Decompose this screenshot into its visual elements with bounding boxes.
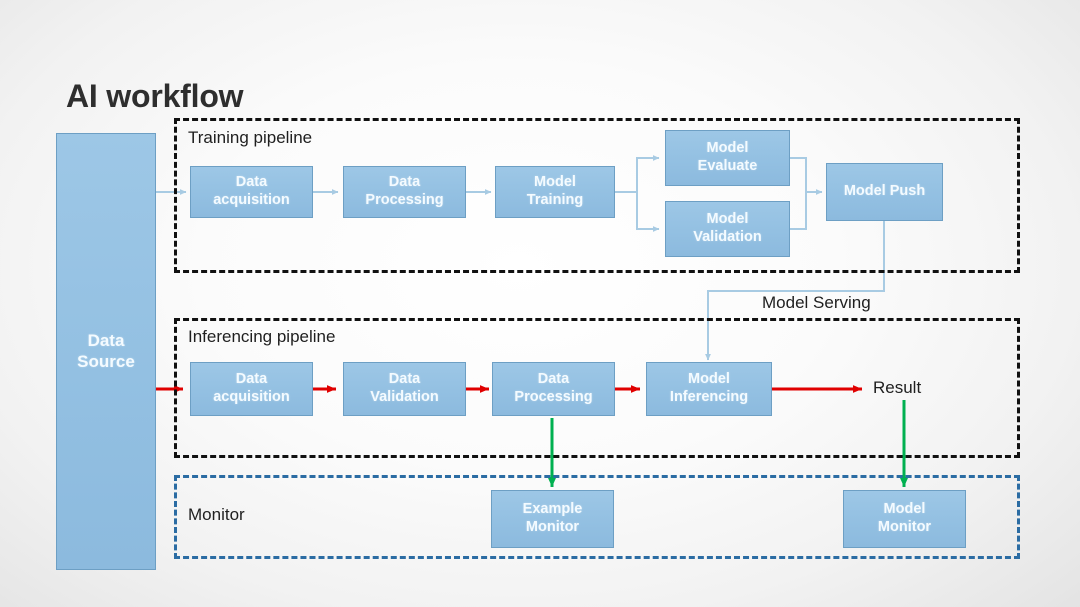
node-model-push[interactable]: Model Push xyxy=(826,163,943,221)
node-infer-data-processing[interactable]: Data Processing xyxy=(492,362,615,416)
group-monitor xyxy=(174,475,1020,559)
node-model-inferencing-label: Model Inferencing xyxy=(669,371,749,405)
training-flow-arrows xyxy=(156,155,885,361)
node-model-monitor-label: Model Monitor xyxy=(877,501,932,535)
node-train-data-acquisition-label: Data acquisition xyxy=(213,174,290,208)
arrow-training-to-evaluate xyxy=(615,155,660,193)
node-example-monitor-label: Example Monitor xyxy=(522,501,583,535)
node-model-training-label: Model Training xyxy=(526,174,584,208)
node-model-training[interactable]: Model Training xyxy=(495,166,615,218)
group-title-training: Training pipeline xyxy=(188,128,313,147)
node-infer-data-processing-label: Data Processing xyxy=(514,371,593,405)
label-result: Result xyxy=(873,378,922,397)
node-model-validation[interactable]: Model Validation xyxy=(665,201,790,257)
arrow-model-serving xyxy=(705,221,885,361)
node-model-evaluate[interactable]: Model Evaluate xyxy=(665,130,790,186)
group-title-monitor: Monitor xyxy=(188,505,245,524)
node-infer-data-acquisition[interactable]: Data acquisition xyxy=(190,362,313,416)
node-example-monitor[interactable]: Example Monitor xyxy=(491,490,614,548)
arrow-validation-to-push xyxy=(790,192,807,230)
node-train-data-acquisition[interactable]: Data acquisition xyxy=(190,166,313,218)
node-model-evaluate-label: Model Evaluate xyxy=(697,140,758,174)
node-model-inferencing[interactable]: Model Inferencing xyxy=(646,362,772,416)
label-model-serving: Model Serving xyxy=(762,293,871,312)
node-data-source[interactable]: Data Source xyxy=(56,133,156,570)
node-infer-data-validation-label: Data Validation xyxy=(370,371,439,405)
node-data-source-label: Data Source xyxy=(77,330,135,371)
arrow-evaluate-to-push xyxy=(790,157,823,195)
node-infer-data-validation[interactable]: Data Validation xyxy=(343,362,466,416)
node-model-push-label: Model Push xyxy=(843,183,926,200)
group-training-pipeline xyxy=(174,118,1020,273)
group-title-inferencing: Inferencing pipeline xyxy=(188,327,336,346)
node-model-validation-label: Model Validation xyxy=(693,211,762,245)
node-infer-data-acquisition-label: Data acquisition xyxy=(213,371,290,405)
node-model-monitor[interactable]: Model Monitor xyxy=(843,490,966,548)
page-title: AI workflow xyxy=(66,78,244,114)
node-train-data-processing-label: Data Processing xyxy=(365,174,444,208)
node-train-data-processing[interactable]: Data Processing xyxy=(343,166,466,218)
arrow-training-to-validation xyxy=(636,192,660,232)
